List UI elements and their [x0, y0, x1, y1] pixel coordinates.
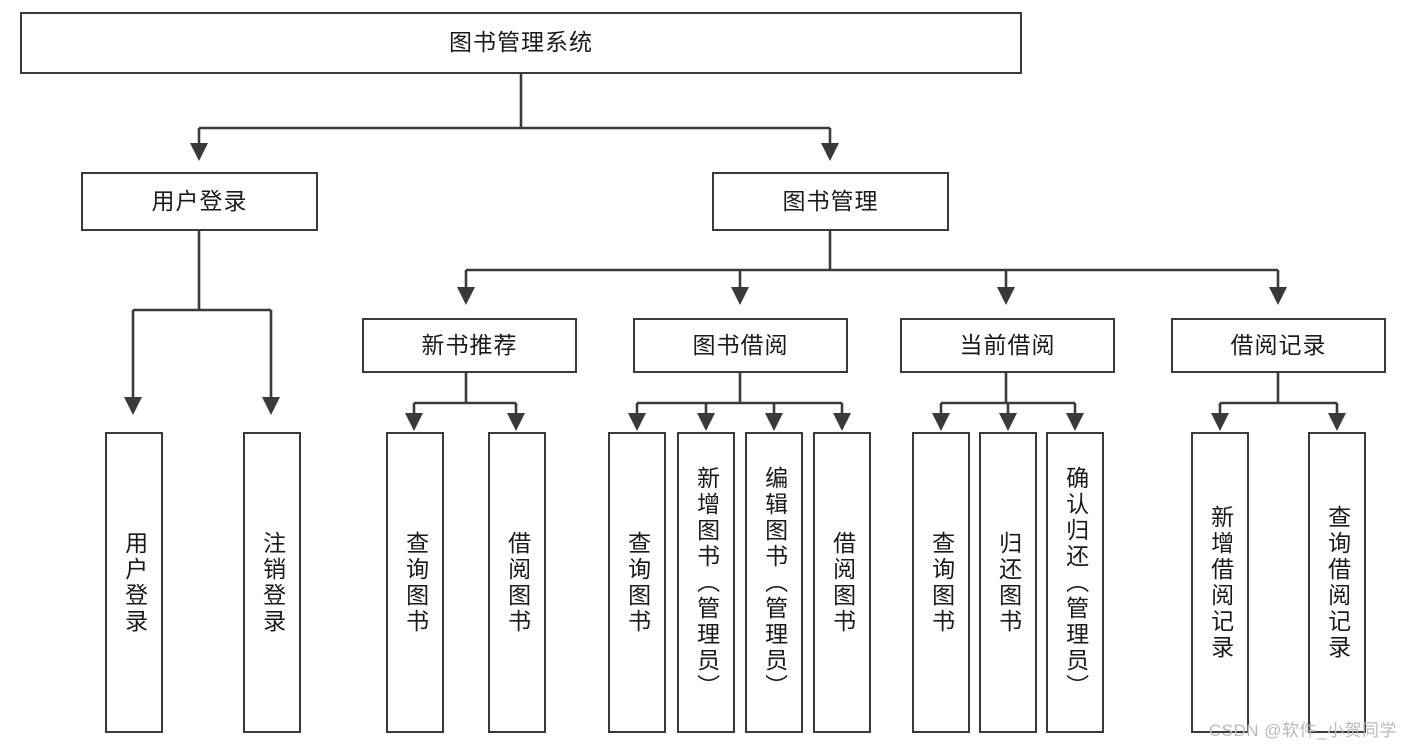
- node-current-borrowing[interactable]: 当前借阅: [900, 318, 1115, 373]
- node-book-borrowing[interactable]: 图书借阅: [633, 318, 848, 373]
- csdn-watermark: CSDN @软件_小贺同学: [1208, 721, 1397, 740]
- leaf-borrow-record-query-record[interactable]: 查询借阅记录: [1308, 432, 1366, 733]
- leaf-book-borrow-query-book[interactable]: 查询图书: [608, 432, 666, 733]
- leaf-current-borrow-query-book[interactable]: 查询图书: [912, 432, 970, 733]
- node-root-book-management-system[interactable]: 图书管理系统: [20, 12, 1022, 74]
- leaf-new-book-borrow-book[interactable]: 借阅图书: [488, 432, 546, 733]
- node-new-book-recommendation[interactable]: 新书推荐: [362, 318, 577, 373]
- leaf-book-borrow-borrow-book[interactable]: 借阅图书: [813, 432, 871, 733]
- leaf-borrow-record-add-record[interactable]: 新增借阅记录: [1191, 432, 1249, 733]
- node-user-login[interactable]: 用户登录: [81, 172, 318, 231]
- leaf-current-borrow-return-book[interactable]: 归还图书: [979, 432, 1037, 733]
- leaf-new-book-query-book[interactable]: 查询图书: [386, 432, 444, 733]
- leaf-current-borrow-confirm-return-admin[interactable]: 确认归还（管理员）: [1046, 432, 1104, 733]
- leaf-user-login-login[interactable]: 用户登录: [105, 432, 163, 733]
- node-book-management[interactable]: 图书管理: [712, 172, 949, 231]
- leaf-user-login-logout[interactable]: 注销登录: [243, 432, 301, 733]
- leaf-book-borrow-edit-book-admin[interactable]: 编辑图书（管理员）: [745, 432, 803, 733]
- node-borrow-record[interactable]: 借阅记录: [1171, 318, 1386, 373]
- leaf-book-borrow-add-book-admin[interactable]: 新增图书（管理员）: [677, 432, 735, 733]
